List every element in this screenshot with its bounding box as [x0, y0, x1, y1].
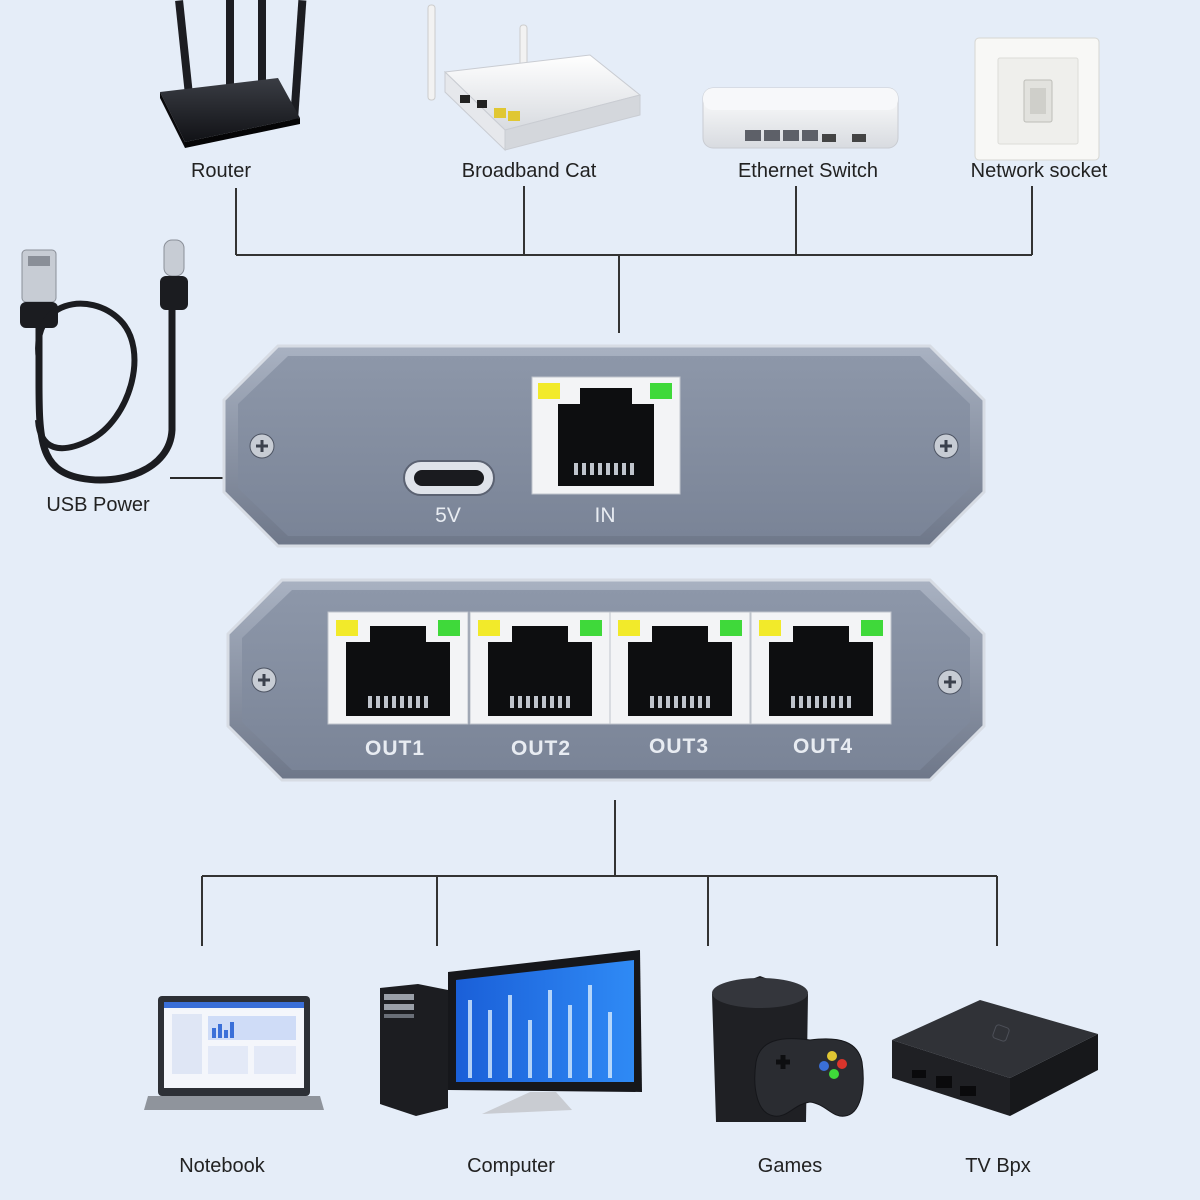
source-label-broadband-cat: Broadband Cat — [461, 160, 597, 182]
laptop-icon — [144, 996, 324, 1110]
splitter-input-face — [222, 344, 986, 548]
splitter-output-face — [226, 578, 986, 782]
usb-cable-icon — [20, 239, 188, 484]
tv-box-icon — [892, 1000, 1098, 1116]
screw-icon — [251, 667, 277, 693]
usb-c-port — [403, 460, 495, 496]
port-label-out1: OUT1 — [364, 737, 426, 760]
led-yellow — [478, 620, 500, 636]
output-connector-lines — [201, 800, 998, 946]
rj45-port-out1 — [327, 611, 469, 725]
rj45-port-out3 — [609, 611, 751, 725]
router-icon — [160, 0, 307, 148]
port-label-out3: OUT3 — [648, 735, 710, 758]
port-label-5v: 5V — [435, 504, 461, 527]
source-label-ethernet-switch: Ethernet Switch — [737, 160, 879, 182]
ethernet-switch-icon — [702, 87, 899, 149]
destination-label-computer: Computer — [467, 1155, 555, 1177]
destination-label-tv-box: TV Bpx — [965, 1155, 1031, 1177]
port-label-out4: OUT4 — [792, 735, 854, 758]
rj45-in-port — [531, 376, 681, 495]
power-label: USB Power — [46, 494, 150, 516]
led-yellow — [759, 620, 781, 636]
led-green — [861, 620, 883, 636]
network-socket-icon — [974, 37, 1100, 161]
destination-label-notebook: Notebook — [179, 1155, 265, 1177]
screw-icon — [937, 669, 963, 695]
desktop-computer-icon — [380, 950, 642, 1116]
led-green — [720, 620, 742, 636]
source-label-network-socket: Network socket — [970, 160, 1108, 182]
led-green — [438, 620, 460, 636]
led-green — [580, 620, 602, 636]
rj45-port-out2 — [469, 611, 611, 725]
led-yellow — [618, 620, 640, 636]
port-label-in: IN — [594, 504, 616, 527]
rj45-port-out4 — [750, 611, 892, 725]
source-label-router: Router — [190, 160, 252, 182]
screw-icon — [933, 433, 959, 459]
destination-label-games: Games — [757, 1155, 823, 1177]
led-yellow — [336, 620, 358, 636]
screw-icon — [249, 433, 275, 459]
input-connector-lines — [235, 186, 1033, 333]
modem-icon — [427, 4, 642, 152]
game-console-icon — [712, 976, 864, 1122]
port-label-out2: OUT2 — [510, 737, 572, 760]
